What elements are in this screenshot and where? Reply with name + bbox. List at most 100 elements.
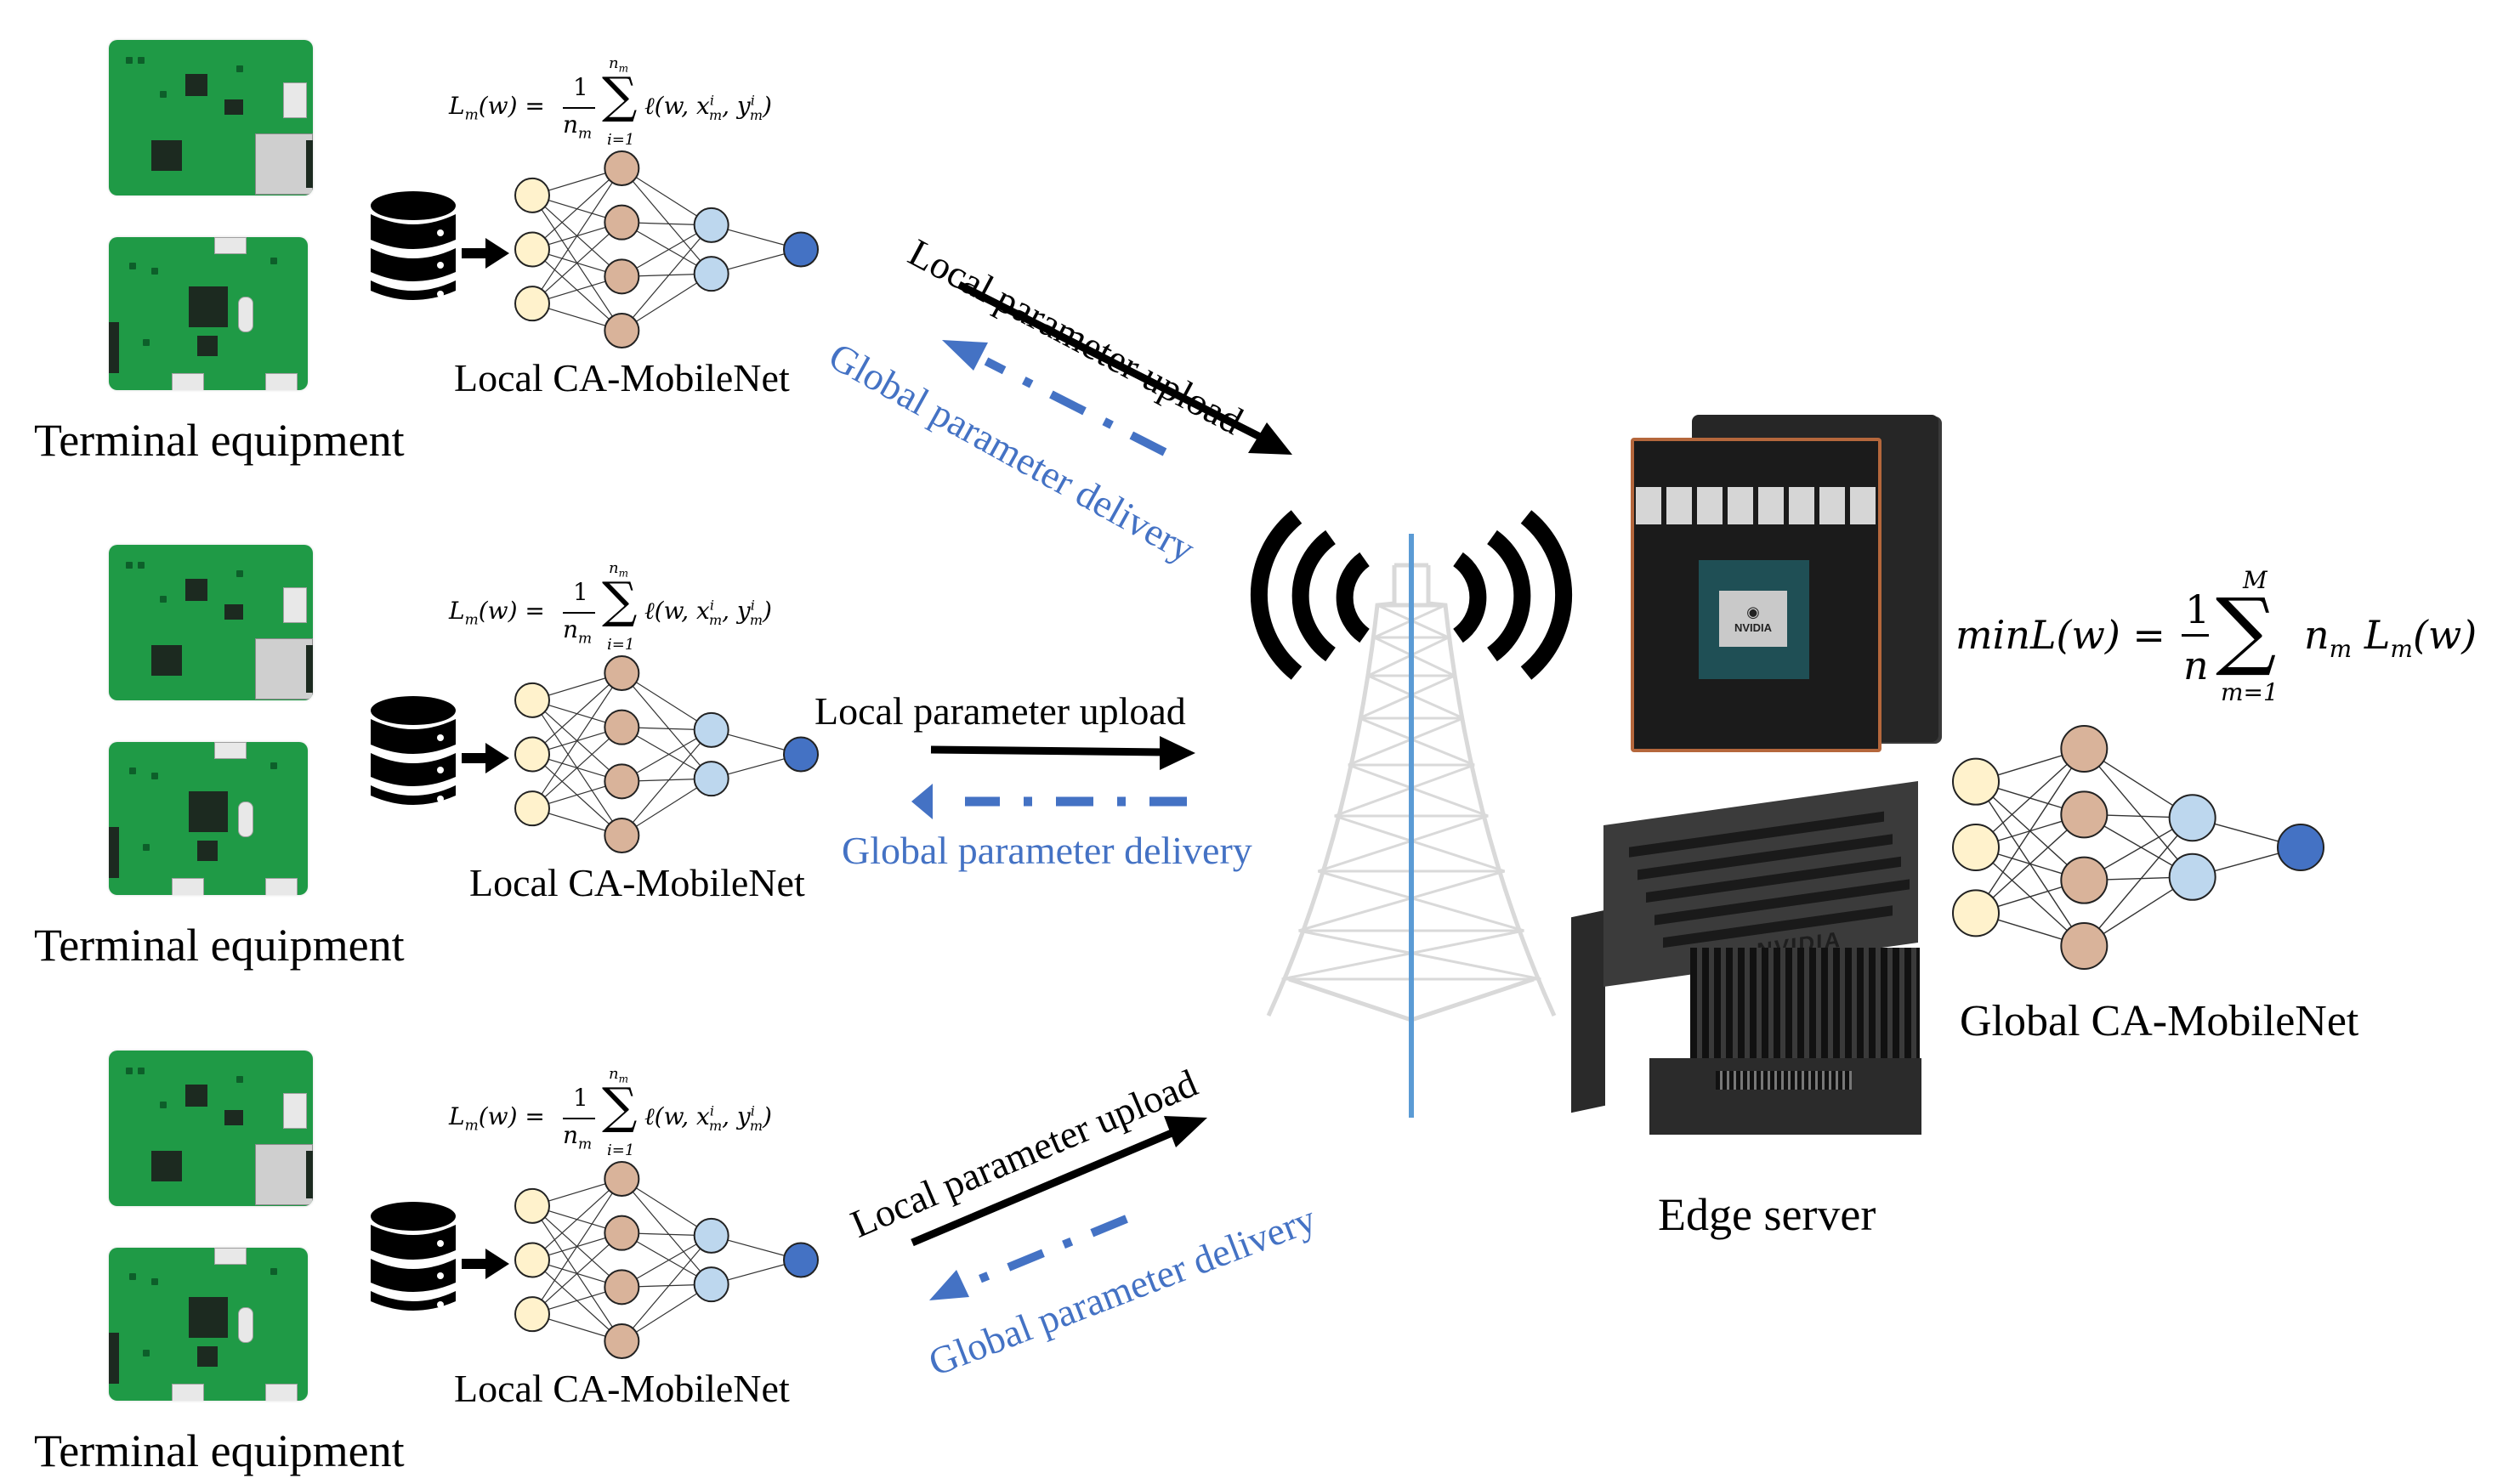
- nn-hidden2-node: [693, 761, 729, 797]
- local-model-label: Local CA-MobileNet: [454, 1367, 790, 1410]
- nn-hidden1-node: [604, 1161, 640, 1197]
- local-loss-formula: Lm(w) = 1 nm nm ∑ i=1 ℓ(w, xim, yim): [449, 54, 772, 149]
- signal-wave-left-2: [1291, 530, 1337, 662]
- nn-hidden2-node: [693, 1266, 729, 1303]
- nn-input-node: [514, 231, 550, 268]
- local-neural-network: [514, 655, 819, 853]
- tower-brace: [1373, 636, 1456, 677]
- local-model-label: Local CA-MobileNet: [469, 861, 805, 904]
- cell-tower-icon: [1266, 534, 1557, 1118]
- nn-output-node: [783, 1242, 819, 1278]
- nn-hidden2-node: [2168, 852, 2216, 901]
- nvidia-logo-icon: ◉: [1746, 603, 1760, 620]
- global-neural-network: [1952, 725, 2324, 970]
- tower-brace: [1359, 674, 1456, 720]
- upload-arrowhead-1: [1248, 422, 1292, 455]
- nn-hidden2-node: [693, 256, 729, 292]
- local-loss-formula: Lm(w) = 1 nm nm ∑ i=1 ℓ(w, xim, yim): [449, 559, 772, 654]
- delivery-label-2: Global parameter delivery: [842, 829, 1252, 872]
- tower-brace: [1317, 869, 1524, 932]
- module-brand: NVIDIA: [1734, 621, 1773, 634]
- upload-arrowhead-3: [1164, 1116, 1207, 1147]
- devkit-fins: [1690, 948, 1920, 1058]
- tower-brace: [1334, 763, 1475, 818]
- nn-edge: [1975, 748, 2085, 848]
- nn-input-node: [514, 286, 550, 322]
- nn-hidden1-node: [604, 150, 640, 186]
- nn-hidden2-node: [693, 1217, 729, 1254]
- wireless-signal-icon: [1250, 510, 1573, 680]
- gpu-die: ◉ NVIDIA: [1699, 560, 1809, 679]
- nn-edge: [621, 1235, 712, 1342]
- nn-edge: [531, 672, 622, 809]
- edge-module-image: ◉ NVIDIA: [1598, 399, 1938, 752]
- delivery-arrowhead-3: [929, 1270, 969, 1300]
- nn-edge: [531, 1178, 622, 1315]
- nn-hidden1-node: [604, 709, 640, 745]
- terminal-equipment-label: Terminal equipment: [34, 1425, 405, 1476]
- tower-brace: [1367, 674, 1464, 720]
- nn-hidden2-node: [2168, 794, 2216, 842]
- nn-edge: [531, 222, 622, 304]
- global-model-label: Global CA-MobileNet: [1960, 997, 2359, 1045]
- nn-hidden1-node: [604, 1215, 640, 1251]
- terminal-board-bottom: [109, 1248, 308, 1401]
- nn-hidden1-node: [2060, 856, 2109, 904]
- database-icon: [371, 696, 456, 805]
- database-icon: [371, 191, 456, 300]
- edge-server-label: Edge server: [1658, 1189, 1876, 1240]
- terminal-board-top: [109, 1051, 313, 1206]
- nn-hidden1-node: [604, 204, 640, 241]
- edge-devkit-image: NVIDIA: [1571, 780, 1937, 1152]
- tower-brace: [1348, 717, 1464, 767]
- nn-edge: [531, 167, 622, 250]
- terminal-equipment-label: Terminal equipment: [34, 415, 405, 466]
- nn-edge: [531, 672, 622, 755]
- nn-hidden1-node: [604, 258, 640, 295]
- nn-edge: [531, 167, 622, 304]
- nn-input-node: [514, 1242, 550, 1278]
- nn-input-node: [514, 790, 550, 827]
- delivery-arrowhead-2: [911, 784, 933, 819]
- tower-brace: [1317, 814, 1489, 873]
- global-objective-formula: minL(w) = 1 n M ∑ m=1 nm Lm(w): [1955, 566, 2477, 706]
- local-neural-network: [514, 150, 819, 348]
- nn-hidden1-node: [2060, 922, 2109, 970]
- arrow-right-icon: [462, 238, 509, 269]
- nn-hidden1-node: [604, 313, 640, 348]
- terminal-board-top: [109, 40, 313, 195]
- signal-wave-right-2: [1486, 530, 1531, 662]
- nn-hidden1-node: [2060, 790, 2109, 839]
- tower-brace: [1334, 814, 1506, 873]
- signal-wave-right-1: [1452, 552, 1487, 643]
- signal-wave-left-3: [1250, 510, 1303, 680]
- upload-label-2: Local parameter upload: [814, 689, 1186, 733]
- nn-edge: [621, 729, 712, 836]
- nn-output-node: [783, 736, 819, 773]
- nn-input-node: [1952, 757, 2000, 806]
- nn-output-node: [783, 231, 819, 268]
- nn-input-node: [1952, 824, 2000, 871]
- local-loss-formula: Lm(w) = 1 nm nm ∑ i=1 ℓ(w, xim, yim): [449, 1065, 772, 1159]
- local-model-label: Local CA-MobileNet: [454, 356, 790, 399]
- nn-edge: [621, 1178, 712, 1285]
- tower-brace: [1298, 929, 1541, 981]
- nn-hidden1-node: [604, 763, 640, 800]
- signal-wave-left-1: [1336, 552, 1371, 643]
- tower-brace: [1348, 763, 1489, 818]
- terminal-board-bottom: [109, 237, 308, 390]
- local-neural-network: [514, 1161, 819, 1359]
- terminal-equipment-label: Terminal equipment: [34, 920, 405, 971]
- nn-edge: [621, 224, 712, 331]
- nn-input-node: [514, 736, 550, 773]
- arrow-right-icon: [462, 743, 509, 773]
- nn-edge: [621, 672, 712, 779]
- nn-input-node: [1952, 889, 2000, 937]
- nn-hidden2-node: [693, 711, 729, 748]
- nn-hidden1-node: [604, 1323, 640, 1359]
- nn-edge: [531, 1178, 622, 1260]
- nn-edge: [1975, 748, 2085, 914]
- arrow-right-icon: [462, 1249, 509, 1279]
